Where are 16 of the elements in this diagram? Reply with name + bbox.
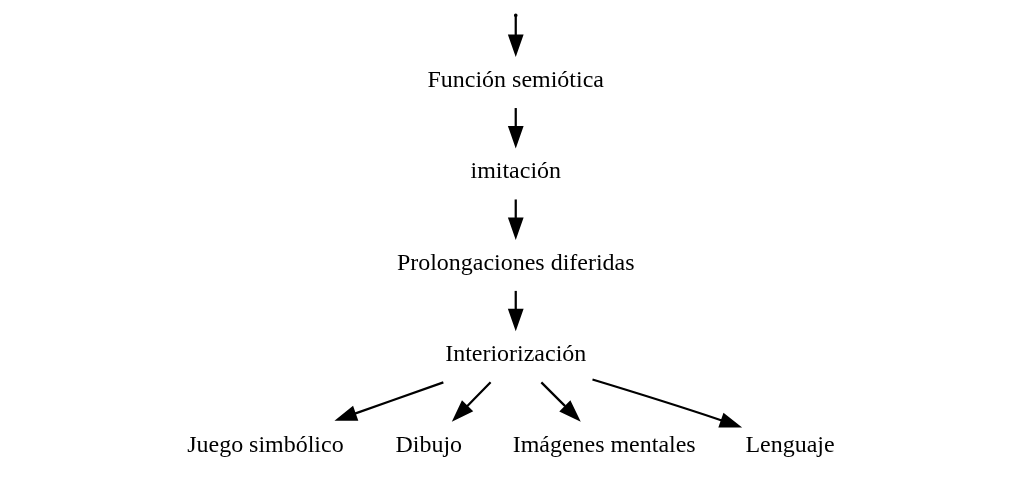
node-text: Imágenes mentales [512,431,696,458]
arrow [507,16,524,58]
arrow [507,290,524,332]
node-text: Lenguaje [744,431,835,458]
arrow [540,381,581,422]
node-text: Interiorización [444,339,586,366]
node-text: Función semiótica [427,65,604,92]
arrow [507,199,524,240]
arrow [591,378,742,428]
node-text: Dibujo [395,431,462,458]
node-text: imitación [469,157,561,184]
node-text: Prolongaciones diferidas [396,248,635,275]
arrow [333,381,444,421]
node-text: Juego simbólico [186,431,344,458]
arrow [451,381,491,422]
arrow [507,108,524,149]
